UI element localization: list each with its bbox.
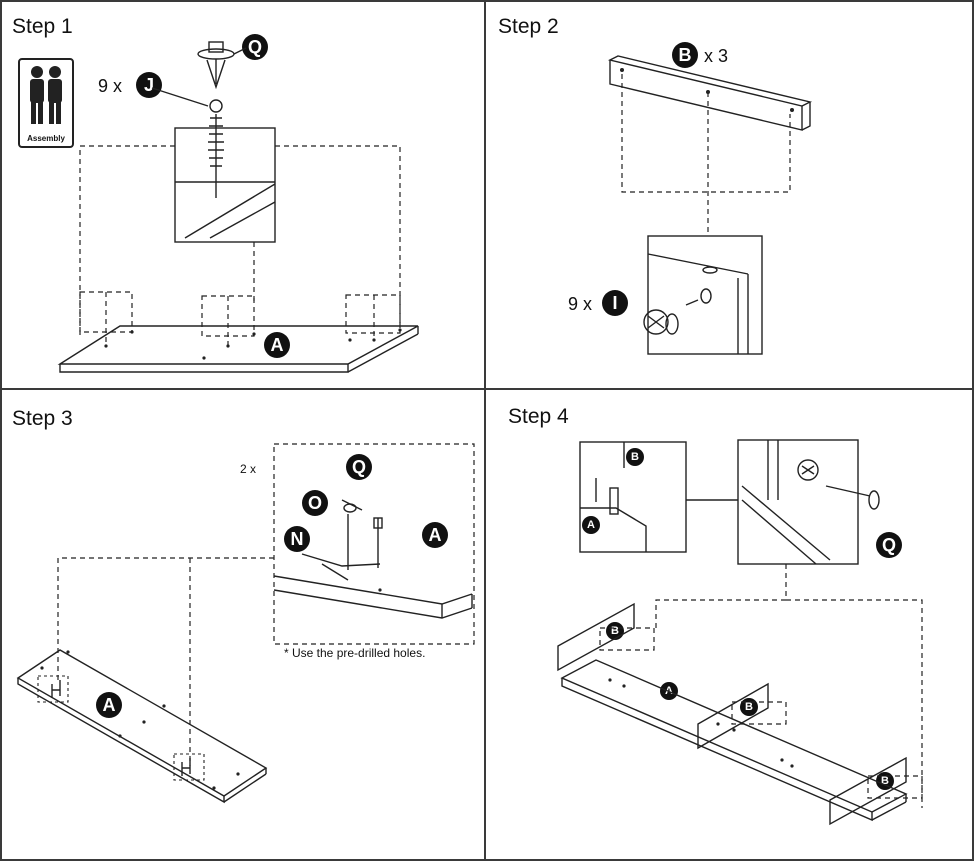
two-people-icon [30,66,62,124]
step-3-quantity: 2 x [240,462,257,476]
step-2-title: Step 2 [498,15,559,38]
part-b-quantity: x 3 [704,46,729,66]
step-1-drawing [57,41,419,373]
part-label-q: Q [346,454,372,480]
step-1-title: Step 1 [12,15,73,38]
part-label-a-detail: A [422,522,448,548]
assembly-label: Assembly [27,134,65,143]
part-label-b-detail: B [626,448,644,466]
step-2-drawing [607,55,813,355]
part-label-o: O [302,490,328,516]
part-label-j: J [136,72,162,98]
pre-drilled-holes-note: * Use the pre-drilled holes. [284,646,426,660]
part-label-a: A [264,332,290,358]
step-2-panel: Step 2 B x 3 9 x I [484,0,974,390]
step-3-panel: Step 3 2 x Q O N A A * Use the pre-drill… [0,388,486,861]
step-3-drawing [16,443,475,804]
part-label-a: A [96,692,122,718]
step-4-drawing [557,439,923,826]
part-label-q: Q [242,34,268,60]
part-label-q: Q [876,532,902,558]
step-1-panel: Step 1 Assembly 9 x J Q A [0,0,486,390]
step-4-title: Step 4 [508,405,569,428]
part-label-n: N [284,526,310,552]
two-person-assembly-icon: Assembly [18,58,74,148]
step-4-panel: Step 4 B A Q B A B B [484,388,974,861]
part-label-a-detail: A [582,516,600,534]
step-1-quantity: 9 x [98,76,123,96]
step-2-quantity: 9 x [568,294,593,314]
part-label-i: I [602,290,628,316]
step-3-title: Step 3 [12,407,73,430]
part-label-b: B [672,42,698,68]
